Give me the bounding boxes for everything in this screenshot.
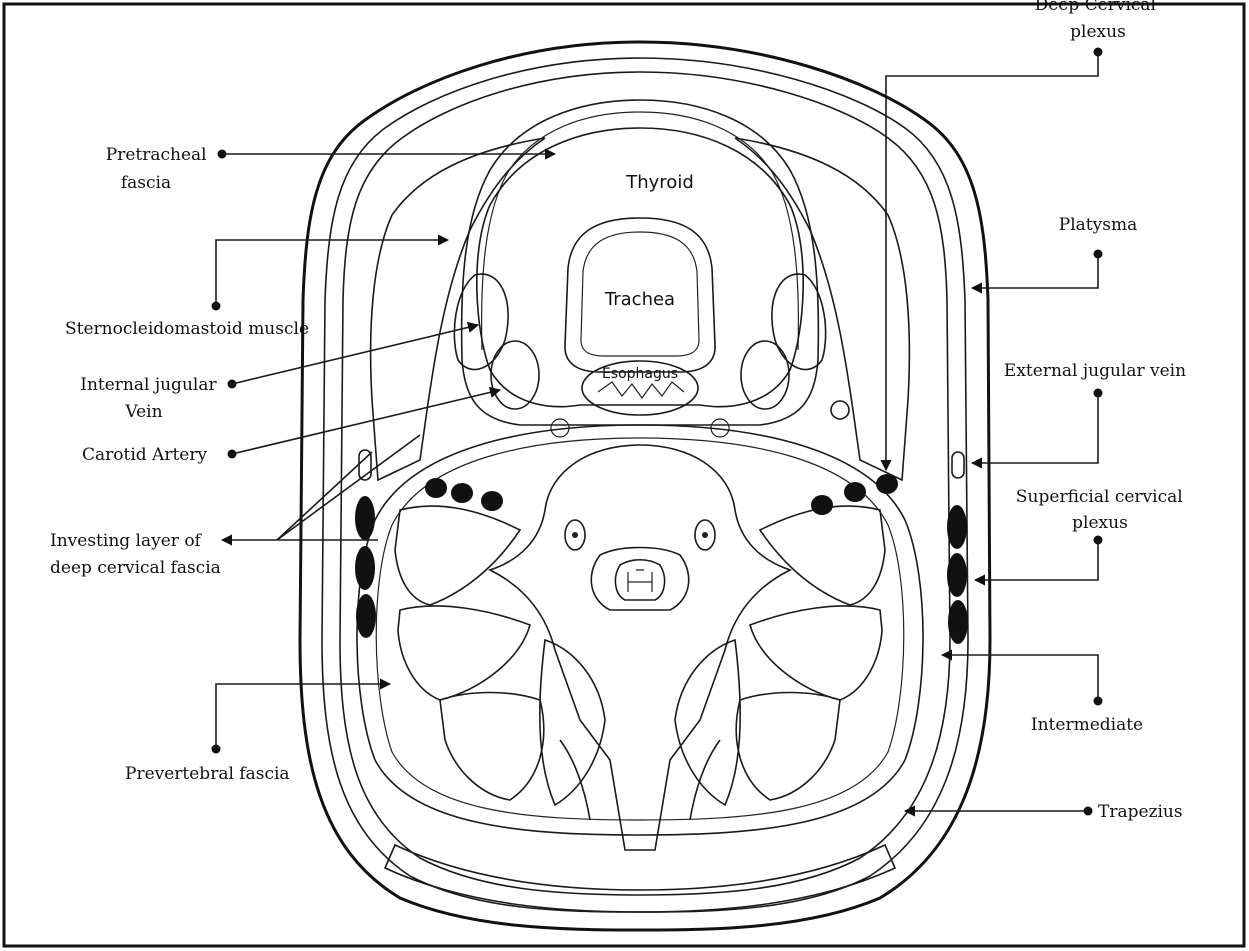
label-sternocleidomastoid: Sternocleidomastoid muscle bbox=[65, 319, 309, 339]
scalene-right bbox=[750, 606, 882, 700]
sternocleidomastoid-right bbox=[735, 138, 909, 480]
label-investing-layer: Investing layer of deep cervical fascia bbox=[50, 531, 221, 578]
label-pretracheal-fascia: Pretracheal fascia bbox=[106, 145, 212, 193]
thyroid bbox=[477, 128, 803, 407]
label-deep-cervical-plexus: Deep Cervical plexus bbox=[1035, 0, 1162, 42]
label-prevertebral-fascia: Prevertebral fascia bbox=[125, 764, 290, 784]
trapezius-band bbox=[385, 845, 895, 912]
label-carotid-artery: Carotid Artery bbox=[82, 445, 207, 465]
label-internal-jugular-vein: Internal jugular Vein bbox=[80, 375, 222, 422]
prevertebral-muscle-right bbox=[760, 506, 885, 605]
label-superficial-cervical-plexus: Superficial cervical plexus bbox=[1016, 487, 1188, 533]
leader-lines bbox=[212, 48, 1103, 816]
label-trapezius: Trapezius bbox=[1098, 802, 1183, 822]
prevertebral-muscle-left bbox=[395, 506, 520, 605]
carotid-artery-left bbox=[491, 341, 539, 409]
deep-back-muscle-left-2 bbox=[540, 640, 605, 805]
deep-back-muscle-right-1 bbox=[736, 693, 840, 801]
esophagus-label: Esophagus bbox=[602, 366, 678, 382]
external-jugular-vein-right bbox=[952, 452, 964, 478]
label-intermediate: Intermediate bbox=[1031, 715, 1143, 735]
trachea-label: Trachea bbox=[604, 289, 675, 310]
superficial-cervical-plexus-left bbox=[355, 496, 376, 638]
deep-back-muscle-right-2 bbox=[675, 640, 740, 805]
scalene-left bbox=[398, 606, 530, 700]
deep-back-muscle-left-1 bbox=[440, 693, 544, 801]
label-external-jugular-vein: External jugular vein bbox=[1004, 361, 1186, 381]
superficial-cervical-plexus-right bbox=[947, 505, 968, 644]
callout-labels: Deep Cervical plexus Pretracheal fascia … bbox=[50, 0, 1188, 822]
carotid-artery-right bbox=[741, 341, 789, 409]
thyroid-label: Thyroid bbox=[625, 172, 694, 193]
deep-cervical-plexus-nodes-right bbox=[811, 474, 898, 515]
label-platysma: Platysma bbox=[1059, 215, 1137, 235]
vertebral-body bbox=[490, 445, 790, 850]
spinal-cord bbox=[615, 560, 664, 600]
sternocleidomastoid-left bbox=[371, 138, 545, 480]
